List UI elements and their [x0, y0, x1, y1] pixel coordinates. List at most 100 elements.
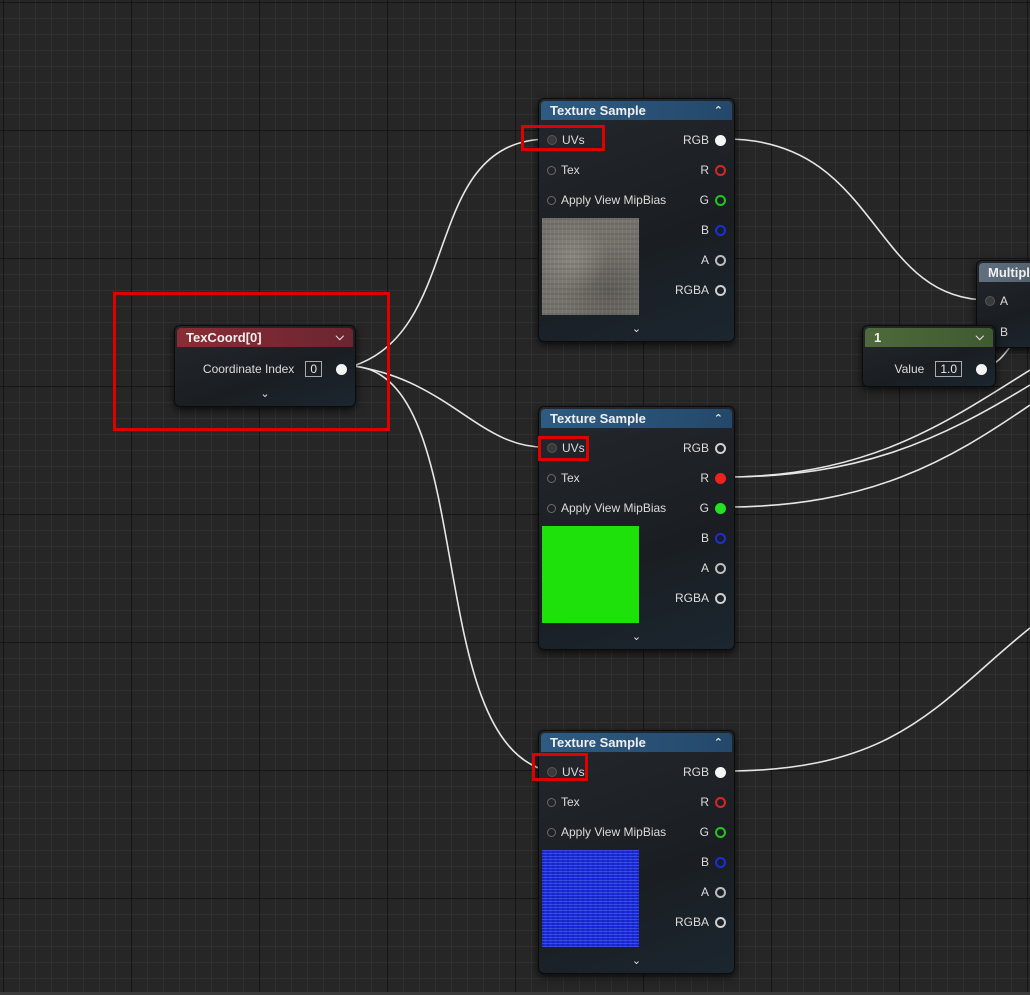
g-output-pin[interactable] [715, 826, 726, 838]
b-output-pin[interactable] [715, 532, 726, 544]
tex-input-pin[interactable] [547, 473, 556, 483]
texture-sample-header-3[interactable]: Texture Sample ⌃ [541, 733, 732, 752]
rgba-output-pin[interactable] [715, 592, 726, 604]
constant-value-input[interactable]: 1.0 [935, 361, 962, 377]
wire-texcoord-to-sample1-uvs [352, 138, 549, 367]
g-output-pin[interactable] [715, 194, 726, 206]
multiply-node-header[interactable]: Multipl [979, 263, 1030, 282]
green-texture-preview [542, 526, 639, 623]
blue-texture-preview [542, 850, 639, 947]
a-output-label: A [700, 885, 709, 899]
g-output-label: G [699, 825, 709, 839]
chevron-down-icon[interactable]: ⌵ [335, 331, 344, 343]
constant-output-pin[interactable] [976, 363, 987, 375]
texcoord-node[interactable]: TexCoord[0] ⌵ Coordinate Index 0 ⌄ [174, 325, 356, 407]
tex-input-label: Tex [561, 471, 580, 485]
rgb-output-pin[interactable] [715, 442, 726, 454]
chevron-down-icon[interactable]: ⌵ [975, 331, 984, 343]
chevron-down-icon[interactable]: ⌄ [631, 323, 642, 335]
rgb-output-row: RGB [683, 764, 726, 780]
tex-input-label: Tex [561, 795, 580, 809]
g-output-pin[interactable] [715, 502, 726, 514]
constant-node[interactable]: 1 ⌵ Value 1.0 [862, 325, 996, 387]
rgba-output-label: RGBA [674, 591, 709, 605]
tex-input-pin[interactable] [547, 165, 556, 175]
a-output-pin[interactable] [715, 254, 726, 266]
texture-sample-header-2[interactable]: Texture Sample ⌃ [541, 409, 732, 428]
rgb-output-row: RGB [683, 440, 726, 456]
a-output-row: A [701, 252, 726, 268]
mipbias-input-row: Apply View MipBias [547, 192, 666, 208]
uvs-input-label: UVs [562, 765, 585, 779]
g-output-label: G [699, 193, 709, 207]
constant-node-header[interactable]: 1 ⌵ [865, 328, 993, 347]
b-output-row: B [701, 222, 726, 238]
wire-texcoord-to-sample3-uvs [352, 365, 549, 772]
texture-sample-header-1[interactable]: Texture Sample ⌃ [541, 101, 732, 120]
wire-sample3-rgb-offscreen [725, 627, 1030, 772]
uvs-input-label: UVs [562, 133, 585, 147]
uvs-input-row: UVs [547, 132, 585, 148]
a-output-label: A [700, 253, 709, 267]
g-output-row: G [700, 192, 726, 208]
coordinate-index-input[interactable]: 0 [305, 361, 322, 377]
chevron-down-icon[interactable]: ⌄ [631, 631, 642, 643]
r-output-pin[interactable] [715, 472, 726, 484]
canvas-bottom-edge [0, 992, 1030, 995]
texture-sample-node-1[interactable]: Texture Sample ⌃ UVs Tex Apply View MipB… [538, 98, 735, 342]
rgb-output-label: RGB [682, 133, 709, 147]
rgb-output-pin[interactable] [715, 134, 726, 146]
chevron-down-icon[interactable]: ⌄ [631, 955, 642, 967]
rgba-output-row: RGBA [675, 914, 726, 930]
coordinate-index-row: Coordinate Index 0 [203, 361, 347, 377]
texture-sample-title-3: Texture Sample [550, 735, 646, 750]
rgba-output-pin[interactable] [715, 916, 726, 928]
r-output-label: R [700, 471, 709, 485]
chevron-down-icon[interactable]: ⌄ [260, 388, 270, 400]
mipbias-input-pin[interactable] [547, 827, 556, 837]
uvs-input-pin[interactable] [547, 767, 557, 777]
texture-sample-node-3[interactable]: Texture Sample ⌃ UVs Tex Apply View MipB… [538, 730, 735, 974]
texcoord-node-title: TexCoord[0] [186, 330, 262, 345]
a-output-pin[interactable] [715, 562, 726, 574]
multiply-b-label: B [1000, 325, 1009, 339]
r-output-pin[interactable] [715, 164, 726, 176]
uvs-input-pin[interactable] [547, 443, 557, 453]
tex-input-row: Tex [547, 162, 580, 178]
rgba-output-row: RGBA [675, 282, 726, 298]
g-output-row: G [700, 824, 726, 840]
wire-texcoord-to-sample2-uvs [352, 365, 549, 448]
b-output-row: B [701, 854, 726, 870]
multiply-a-pin[interactable] [985, 296, 995, 306]
rgba-output-pin[interactable] [715, 284, 726, 296]
mipbias-input-pin[interactable] [547, 195, 556, 205]
texcoord-node-header[interactable]: TexCoord[0] ⌵ [177, 328, 353, 347]
b-output-pin[interactable] [715, 224, 726, 236]
chevron-up-icon[interactable]: ⌃ [713, 413, 723, 425]
texture-sample-title-1: Texture Sample [550, 103, 646, 118]
wire-sample2-r-offscreen [725, 384, 1030, 478]
r-output-row: R [700, 470, 726, 486]
uvs-input-pin[interactable] [547, 135, 557, 145]
rgba-output-label: RGBA [674, 915, 709, 929]
mipbias-input-pin[interactable] [547, 503, 556, 513]
texture-sample-title-2: Texture Sample [550, 411, 646, 426]
texcoord-output-pin[interactable] [336, 363, 347, 375]
mipbias-input-row: Apply View MipBias [547, 824, 666, 840]
rgba-output-row: RGBA [675, 590, 726, 606]
b-output-pin[interactable] [715, 856, 726, 868]
chevron-up-icon[interactable]: ⌃ [713, 105, 723, 117]
a-output-row: A [701, 884, 726, 900]
uvs-input-row: UVs [547, 440, 585, 456]
r-output-row: R [700, 794, 726, 810]
chevron-up-icon[interactable]: ⌃ [713, 737, 723, 749]
r-output-pin[interactable] [715, 796, 726, 808]
a-output-label: A [700, 561, 709, 575]
a-output-pin[interactable] [715, 886, 726, 898]
rgb-output-label: RGB [682, 441, 709, 455]
texture-sample-node-2[interactable]: Texture Sample ⌃ UVs Tex Apply View MipB… [538, 406, 735, 650]
g-output-label: G [699, 501, 709, 515]
tex-input-pin[interactable] [547, 797, 556, 807]
rgb-output-pin[interactable] [715, 766, 726, 778]
